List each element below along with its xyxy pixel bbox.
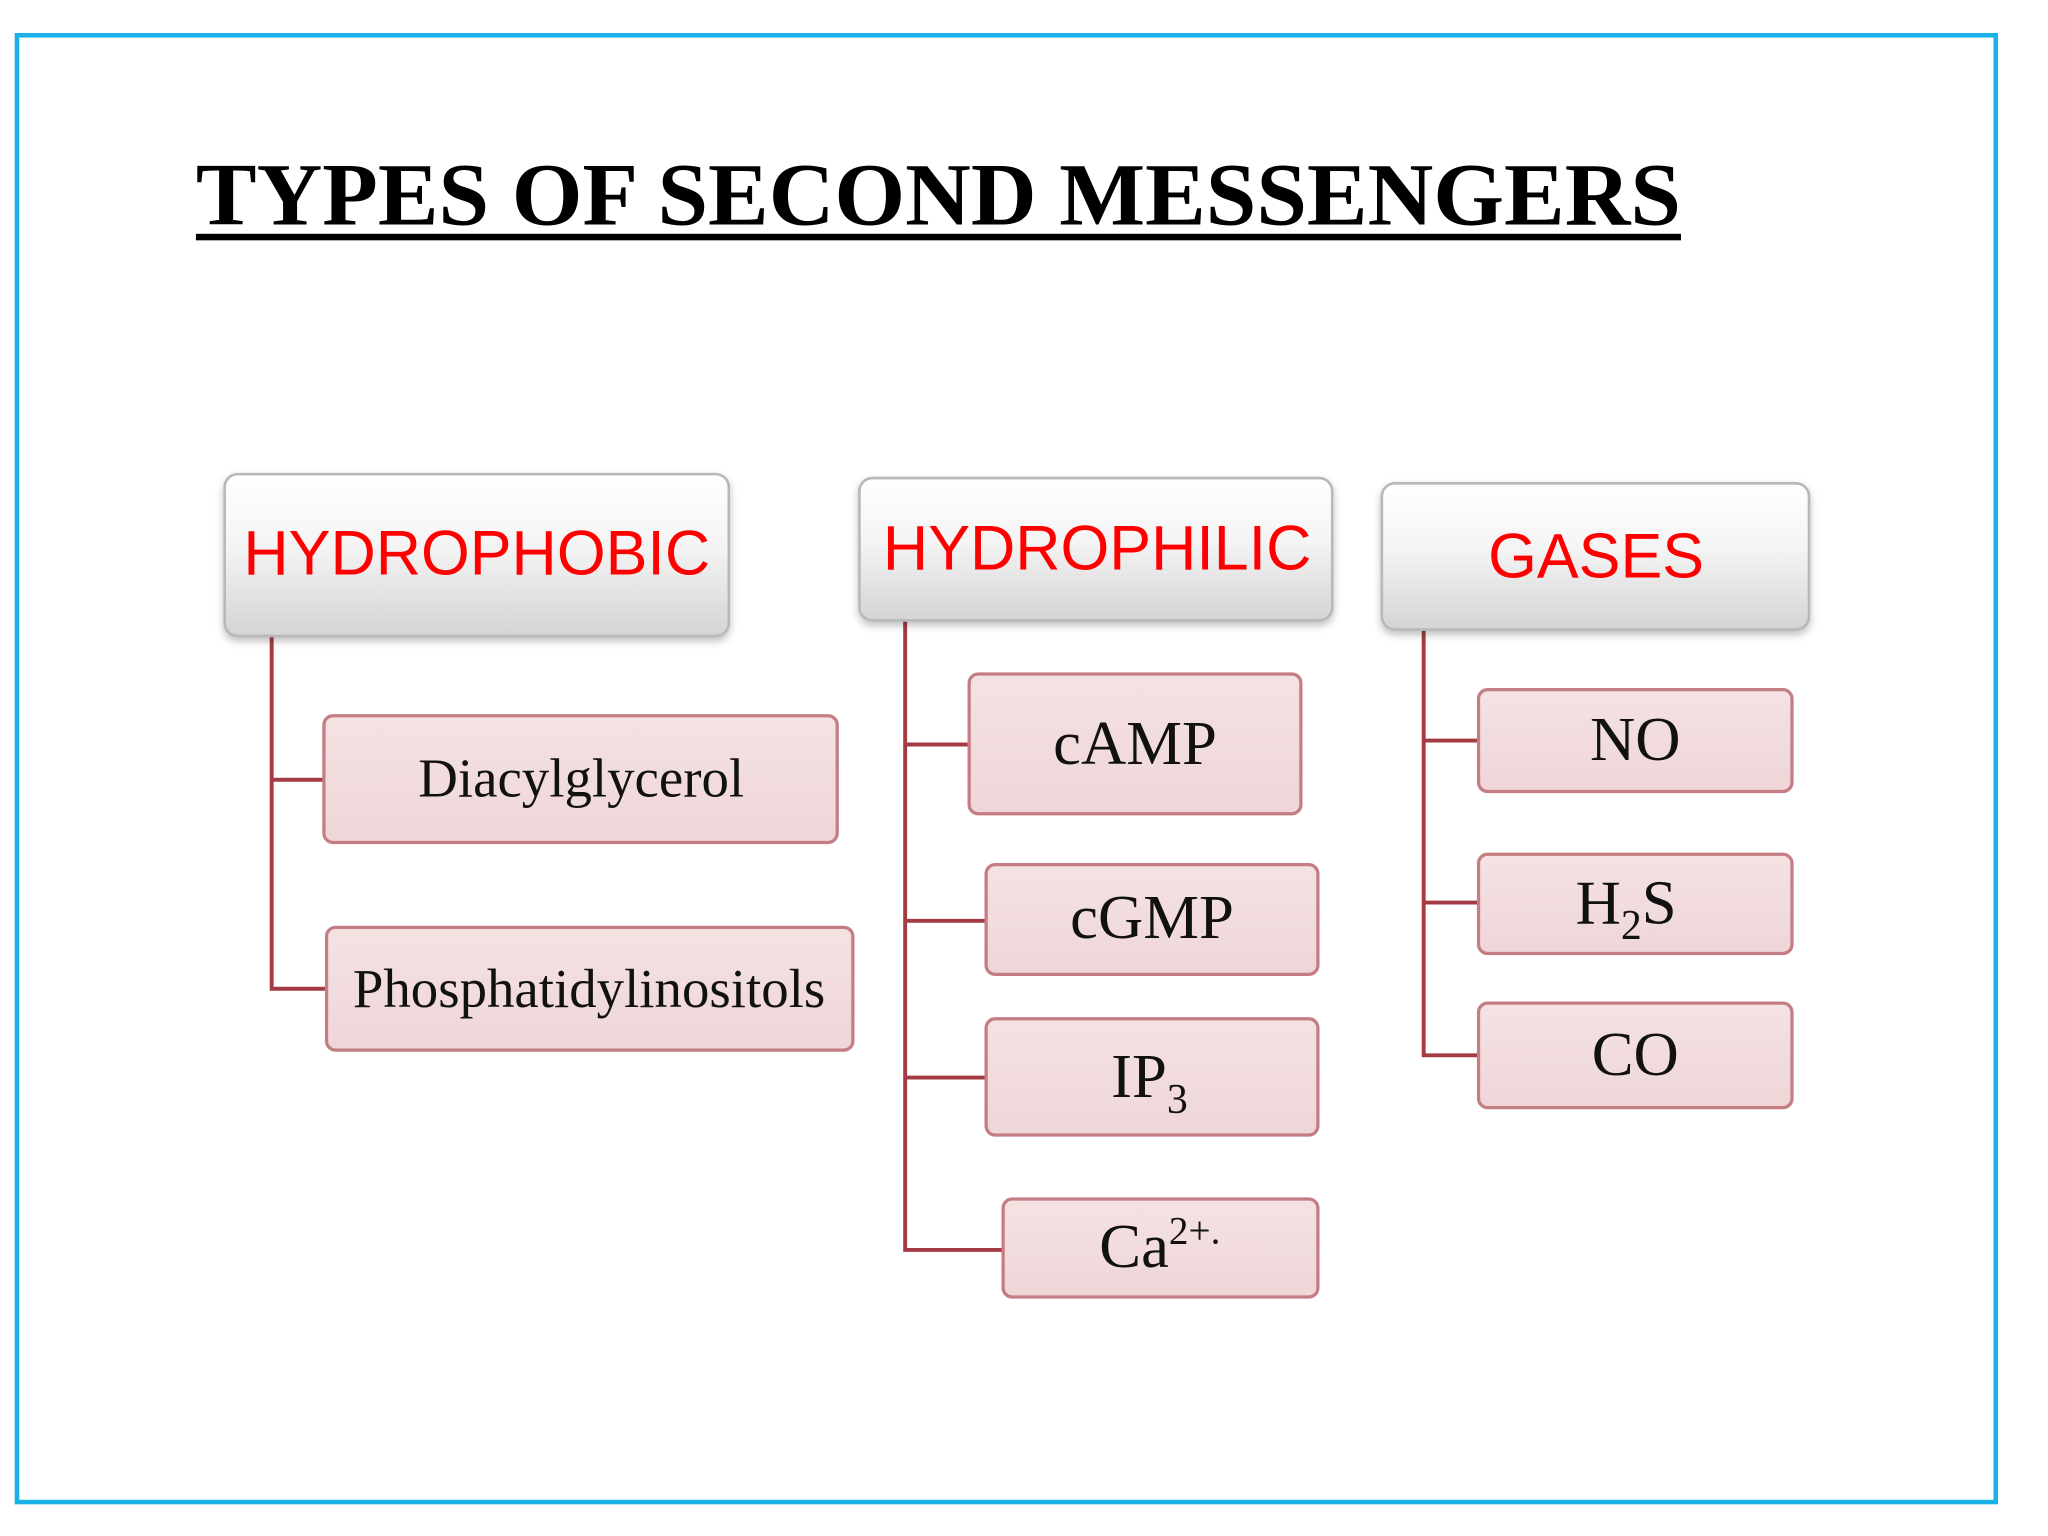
item-calcium: Ca2+. [1001, 1197, 1320, 1299]
svg-text:H2S: H2S [1576, 867, 1677, 949]
svg-text:cGMP: cGMP [1070, 882, 1234, 952]
header-label: GASES [1488, 521, 1704, 591]
svg-text:IP3: IP3 [1111, 1041, 1188, 1123]
item-ip3: IP3 [984, 1017, 1320, 1137]
category-gases: GASES [1380, 481, 1811, 631]
svg-text:NO: NO [1590, 704, 1681, 774]
header-label: HYDROPHILIC [883, 513, 1311, 583]
item-no: NO [1476, 688, 1794, 794]
svg-text:Phosphatidylinositols: Phosphatidylinositols [353, 958, 825, 1019]
category-hydrophobic: HYDROPHOBIC [223, 472, 731, 638]
item-co: CO [1476, 1001, 1794, 1110]
item-diacylglycerol: Diacylglycerol [322, 714, 839, 845]
svg-text:Ca2+.: Ca2+. [1099, 1209, 1220, 1281]
slide-border [14, 32, 1999, 1505]
item-camp: cAMP [967, 672, 1303, 816]
header-box [858, 476, 1334, 622]
header-box [1380, 481, 1811, 631]
connectors-hydrophilic [903, 620, 1004, 1252]
header-label: HYDROPHOBIC [243, 519, 710, 589]
item-cgmp: cGMP [984, 863, 1320, 976]
connectors-gases [1421, 629, 1479, 1058]
connectors-hydrophobic [269, 636, 327, 991]
header-box [223, 472, 731, 638]
svg-text:cAMP: cAMP [1053, 708, 1217, 778]
category-hydrophilic: HYDROPHILIC [858, 476, 1334, 622]
item-phosphatidylinositols: Phosphatidylinositols [324, 925, 855, 1052]
svg-text:CO: CO [1592, 1019, 1679, 1089]
svg-text:Diacylglycerol: Diacylglycerol [418, 748, 744, 809]
title-underline [195, 233, 1681, 241]
slide-title: TYPES OF SECOND MESSENGERS [196, 147, 1681, 245]
item-h2s: H2S [1476, 852, 1794, 956]
